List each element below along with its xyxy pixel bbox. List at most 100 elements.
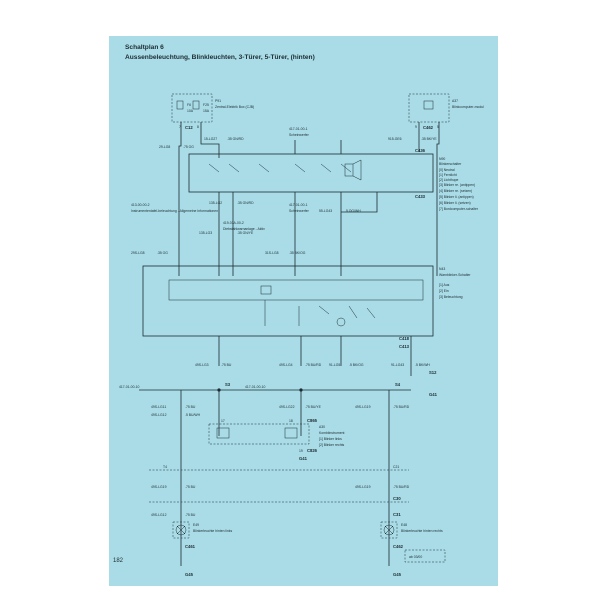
ref-dim-label: Diebstahlwarnanlage - Aktiv — [223, 227, 265, 231]
wire-bottom-5: 49S-LG12 — [151, 513, 167, 517]
connector-c30: C30 — [393, 496, 401, 501]
lamp-e48: E48 Blinkerleuchte hinten rechts C462 G4… — [380, 521, 443, 577]
fuse-f25-label: F25 — [203, 103, 209, 107]
a37-pin-5: 5 — [437, 125, 439, 129]
wire-75-bu-lower: .75 BU — [185, 405, 196, 409]
ref-left: 413-00-00-2 — [131, 203, 150, 207]
ref-low-right: 417-01-00-10 — [245, 385, 265, 389]
n90-label: Blinkerschalter — [439, 162, 462, 166]
fuse-f25-value: 15A — [203, 109, 210, 113]
a37-pin-9: 9 — [415, 125, 417, 129]
p91-pin-7: 7 — [179, 125, 181, 129]
n90-mode-5: [5] Blinker li. (antippen) — [439, 195, 474, 199]
e48-id: E48 — [401, 523, 407, 527]
p91-pin-8: 8 — [197, 125, 199, 129]
wire-75-og: .75 OG — [183, 145, 194, 149]
wiring-diagram: F6 F25 10A 15A P91 Zentral-Elektrik Box … — [119, 93, 484, 577]
n90-mode-1: [1] Fernlicht — [439, 173, 457, 177]
n90-mode-0: [0] Neutral — [439, 168, 455, 172]
a37-connector: C462 — [423, 125, 434, 130]
e49-connector: C461 — [185, 544, 196, 549]
e49-id: E49 — [193, 523, 199, 527]
splice-s12: S12 — [429, 370, 437, 375]
wire-bottom-4: .75 BU/RD — [393, 485, 410, 489]
connector-c413: C413 — [399, 344, 410, 349]
splice-s4: S4 — [395, 382, 401, 387]
n43-label: Warnblinker-Schalter — [439, 273, 471, 277]
a30-pin-19: 19 — [299, 449, 303, 453]
p91-id: P91 — [215, 99, 221, 103]
a30-pin-18: 18 — [289, 419, 293, 423]
n90-id: N90 — [439, 157, 445, 161]
ref-left-label: Instrumententafel-beleuchtung - Allgemei… — [131, 209, 218, 213]
wire-49s-lg12: 49S-LG12 — [151, 413, 167, 417]
ref-low-left: 417-01-00-10 — [119, 385, 139, 389]
n90-connector-bottom: C433 — [415, 194, 426, 199]
connector-c418: C418 — [399, 336, 410, 341]
ref-dim: 419-01A-00-2 — [223, 221, 244, 225]
ref-top-label: Scheinwerfer — [289, 133, 310, 137]
splice-s3: S3 — [225, 382, 231, 387]
n90-connector-top: C436 — [415, 148, 426, 153]
a30-connector-1: C865 — [307, 418, 318, 423]
p91-label: Zentral-Elektrik Box (CJB) — [215, 105, 254, 109]
page-subtitle: Aussenbeleuchtung, Blinkleuchten, 3-Türe… — [125, 54, 315, 61]
wire-915-ge6: 915-GE6 — [388, 137, 402, 141]
wire-5-bkwh: .5 BK/WH — [415, 363, 430, 367]
e49-label: Blinkerleuchte hinten links — [193, 529, 233, 533]
wire-49s-lg4: 49S-LG4 — [279, 363, 293, 367]
lamp-e49: E49 Blinkerleuchte hinten links C461 G45 — [172, 521, 233, 577]
p91-connector: C12 — [185, 125, 193, 130]
a30-item-2: [2] Blinker rechts — [319, 443, 345, 447]
wire-49s-lg11: 49S-LG11 — [151, 405, 166, 409]
ref-mid: 417-01-00-1 — [289, 203, 308, 207]
wire-29s-lg8: 29S-LG8 — [131, 251, 145, 255]
a30-id: A30 — [319, 425, 325, 429]
a30-ground: G41 — [299, 456, 308, 461]
e48-ground: G45 — [393, 572, 402, 577]
wire-bottom-1: 49S-LG19 — [151, 485, 167, 489]
wire-75-burd-lower: .75 BU/RD — [393, 405, 410, 409]
a37-id: A37 — [452, 99, 458, 103]
instrument-cluster-a30: A30 Kombiinstrument [1] Blinker links [2… — [208, 418, 345, 461]
wire-49s-lg3: 49S-LG3 — [195, 363, 209, 367]
a30-label: Kombiinstrument — [319, 431, 344, 435]
e49-ground: G45 — [185, 572, 194, 577]
blink-module-a37: A37 Blinkcomputer-modul 9 5 C462 — [408, 93, 484, 130]
n43-mode-3: [3] Beleuchtung — [439, 295, 463, 299]
fuse-f6-value: 10A — [187, 109, 194, 113]
n90-mode-2: [2] Lichthupe — [439, 178, 459, 182]
wire-31s-lg8: 31S-LG8 — [265, 251, 279, 255]
wire-bottom-2: .75 BU — [185, 485, 196, 489]
wire-35-bkye: .35 BK/YE — [421, 137, 437, 141]
a37-label: Blinkcomputer-modul — [452, 105, 484, 109]
e48-label: Blinkerleuchte hinten rechts — [401, 529, 443, 533]
diagram-page: Schaltplan 6 Aussenbeleuchtung, Blinkleu… — [109, 36, 498, 586]
wire-55-lg43: 55-LG43 — [319, 209, 332, 213]
fuse-module-p91: F6 F25 10A 15A P91 Zentral-Elektrik Box … — [171, 93, 254, 130]
label-c21: C21 — [393, 465, 399, 469]
wire-bottom-6: .75 BU — [185, 513, 196, 517]
ref-top: 417-01-00-1 — [289, 127, 308, 131]
wire-91-lg5: 91-LG5 — [329, 363, 340, 367]
wire-75-buye: .75 BU/YE — [305, 405, 322, 409]
n43-mode-2: [2] Ein — [439, 289, 449, 293]
page-title: Schaltplan 6 — [125, 44, 164, 51]
wire-49s-lg22: 49S-LG22 — [279, 405, 295, 409]
label-t4: T4 — [163, 465, 167, 469]
wire-91-lg43: 91-LG43 — [391, 363, 404, 367]
wire-35-gnrd: .35 GN/RD — [227, 137, 244, 141]
e48-connector: C462 — [393, 544, 404, 549]
n90-mode-4: [4] Blinker re. (setzen) — [439, 189, 472, 193]
note-box: ab 03/00 — [409, 555, 422, 559]
n90-mode-7: [7] Bordcomputer-schalter — [439, 207, 479, 211]
a30-connector-2: C826 — [307, 448, 318, 453]
wire-135-lg3: 135-LG3 — [199, 231, 212, 235]
wire-35-gnrd-mid: .35 GN/RD — [237, 201, 254, 205]
wire-15-lg27: 15-LG27 — [204, 137, 217, 141]
connector-c31: C31 — [393, 512, 401, 517]
wire-bottom-3: 49S-LG19 — [355, 485, 371, 489]
a30-pin-17: 17 — [221, 419, 225, 423]
switch-n90: N90 Blinkerschalter [0] Neutral [1] Fern… — [188, 148, 479, 211]
wire-49s-lg19: 49S-LG19 — [355, 405, 371, 409]
